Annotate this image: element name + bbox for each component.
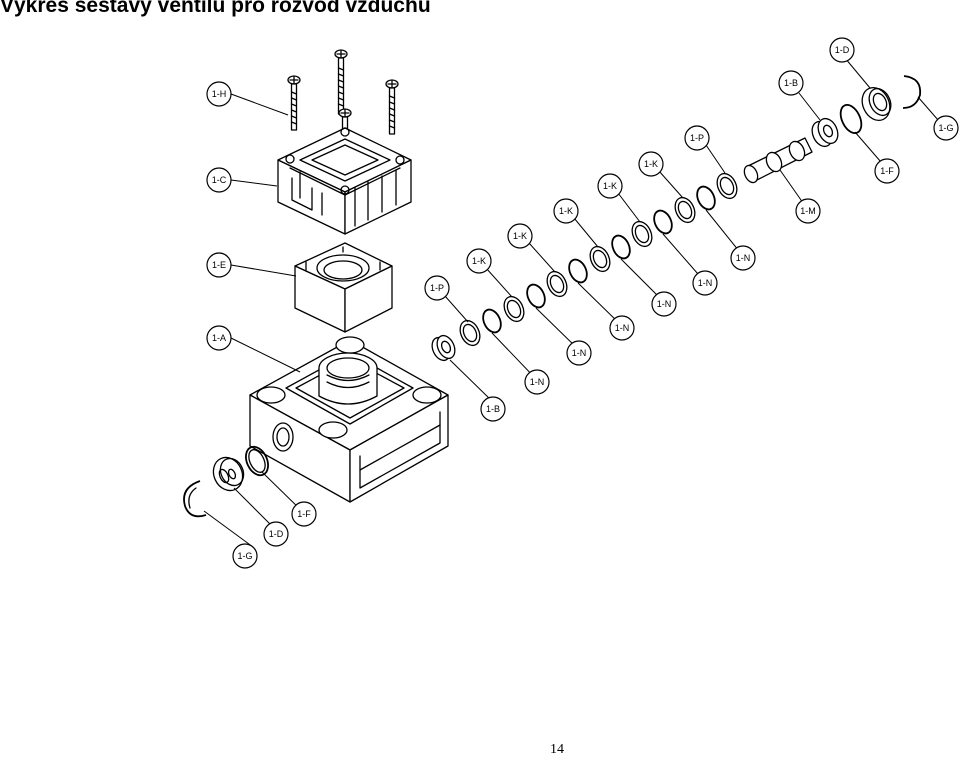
callout-1-k-3: 1-K [553,198,579,224]
svg-text:1-A: 1-A [212,333,226,343]
callout-1-k-1: 1-K [466,248,492,274]
left-end-parts [183,445,269,518]
leader-lines [203,57,946,548]
svg-text:1-K: 1-K [603,181,617,191]
callout-1-n-2: 1-N [566,340,592,366]
callout-1-n-5: 1-N [692,270,718,296]
spool-stack [431,75,922,362]
svg-text:1-F: 1-F [880,166,894,176]
callout-1-p-upper: 1-P [684,125,710,151]
callout-1-k-4: 1-K [597,173,623,199]
svg-text:1-K: 1-K [513,231,527,241]
callout-1-f-left: 1-F [291,501,317,527]
svg-text:1-G: 1-G [237,551,252,561]
callouts: 1-H 1-C 1-E 1-A 1-G 1-D 1-F 1-B 1-P 1-N … [206,37,959,569]
callout-1-f-upper: 1-F [874,158,900,184]
callout-1-n-1: 1-N [524,369,550,395]
callout-1-e: 1-E [206,252,232,278]
svg-text:1-N: 1-N [657,299,672,309]
top-cap [277,127,412,235]
callout-1-b-upper: 1-B [778,70,804,96]
svg-text:1-G: 1-G [938,123,953,133]
page-number: 14 [550,742,564,757]
svg-text:1-C: 1-C [212,175,227,185]
callout-1-b-lower: 1-B [480,396,506,422]
svg-text:1-N: 1-N [736,253,751,263]
svg-text:1-K: 1-K [644,159,658,169]
svg-text:1-D: 1-D [835,45,850,55]
callout-1-h: 1-H [206,81,232,107]
callout-1-m: 1-M [795,198,821,224]
callout-1-n-3: 1-N [609,315,635,341]
callout-1-d-left: 1-D [263,521,289,547]
svg-text:1-N: 1-N [615,323,630,333]
callout-1-n-6: 1-N [730,245,756,271]
svg-text:1-K: 1-K [472,256,486,266]
page-title: Výkres sestavy ventilu pro rozvod vzduch… [0,0,431,17]
svg-text:1-N: 1-N [530,377,545,387]
svg-text:1-E: 1-E [212,260,226,270]
svg-text:1-B: 1-B [784,78,798,88]
callout-1-n-4: 1-N [651,291,677,317]
callout-1-k-5: 1-K [638,151,664,177]
svg-text:1-B: 1-B [486,404,500,414]
callout-1-c: 1-C [206,167,232,193]
svg-text:1-N: 1-N [698,278,713,288]
svg-text:1-M: 1-M [800,206,816,216]
svg-text:1-D: 1-D [269,529,284,539]
callout-1-d-upper: 1-D [829,37,855,63]
svg-text:1-F: 1-F [297,509,311,519]
svg-text:1-N: 1-N [572,348,587,358]
svg-text:1-P: 1-P [430,283,444,293]
callout-1-a: 1-A [206,325,232,351]
callout-1-p-lower: 1-P [424,275,450,301]
callout-1-g-left: 1-G [232,543,258,569]
valve-body [249,336,449,503]
svg-text:1-K: 1-K [559,206,573,216]
callout-1-k-2: 1-K [507,223,533,249]
spacer [294,242,393,333]
svg-text:1-H: 1-H [212,89,227,99]
svg-text:1-P: 1-P [690,133,704,143]
callout-1-g-right: 1-G [933,115,959,141]
